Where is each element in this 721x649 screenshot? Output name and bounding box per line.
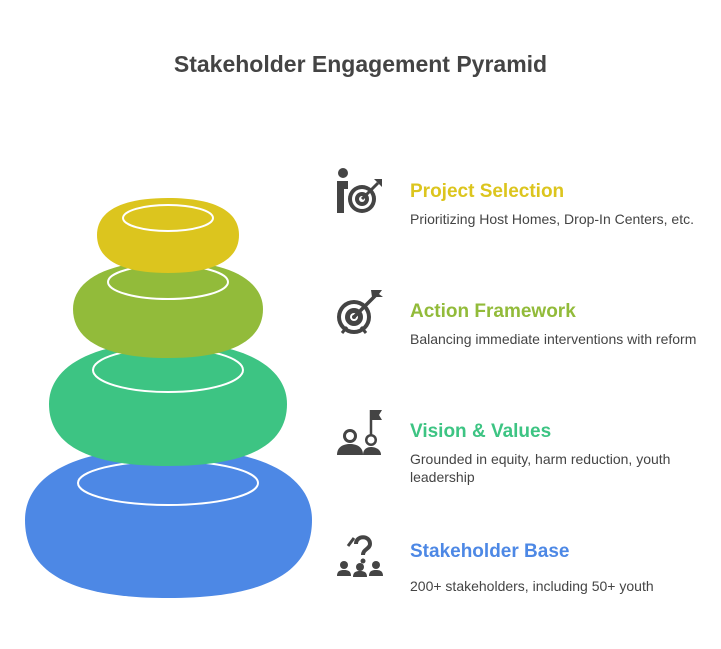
pyramid-layer-stakeholder-base — [25, 448, 312, 598]
item-description: Balancing immediate interventions with r… — [410, 331, 697, 347]
item-action-framework: Action Framework Balancing immediate int… — [410, 300, 710, 348]
item-description: 200+ stakeholders, including 50+ youth — [410, 578, 654, 594]
pyramid-layer-vision-values — [49, 342, 287, 466]
item-title: Project Selection — [410, 181, 565, 202]
team-flag-icon — [337, 410, 382, 455]
item-title: Vision & Values — [410, 421, 552, 442]
item-title: Stakeholder Base — [410, 541, 570, 562]
person-target-icon — [337, 168, 382, 213]
item-description: Grounded in equity, harm reduction, yout… — [410, 451, 671, 485]
target-arrow-icon — [337, 290, 383, 334]
pyramid-layer-project-selection — [97, 198, 239, 273]
item-vision-values: Vision & Values Grounded in equity, harm… — [410, 420, 710, 486]
pyramid-layer-action-framework — [73, 261, 263, 358]
item-stakeholder-base: Stakeholder Base 200+ stakeholders, incl… — [410, 540, 710, 595]
page-title: Stakeholder Engagement Pyramid — [173, 51, 548, 77]
item-description: Prioritizing Host Homes, Drop-In Centers… — [410, 211, 694, 227]
item-title: Action Framework — [410, 301, 576, 322]
item-project-selection: Project Selection Prioritizing Host Home… — [410, 180, 710, 228]
group-question-icon — [337, 535, 383, 577]
